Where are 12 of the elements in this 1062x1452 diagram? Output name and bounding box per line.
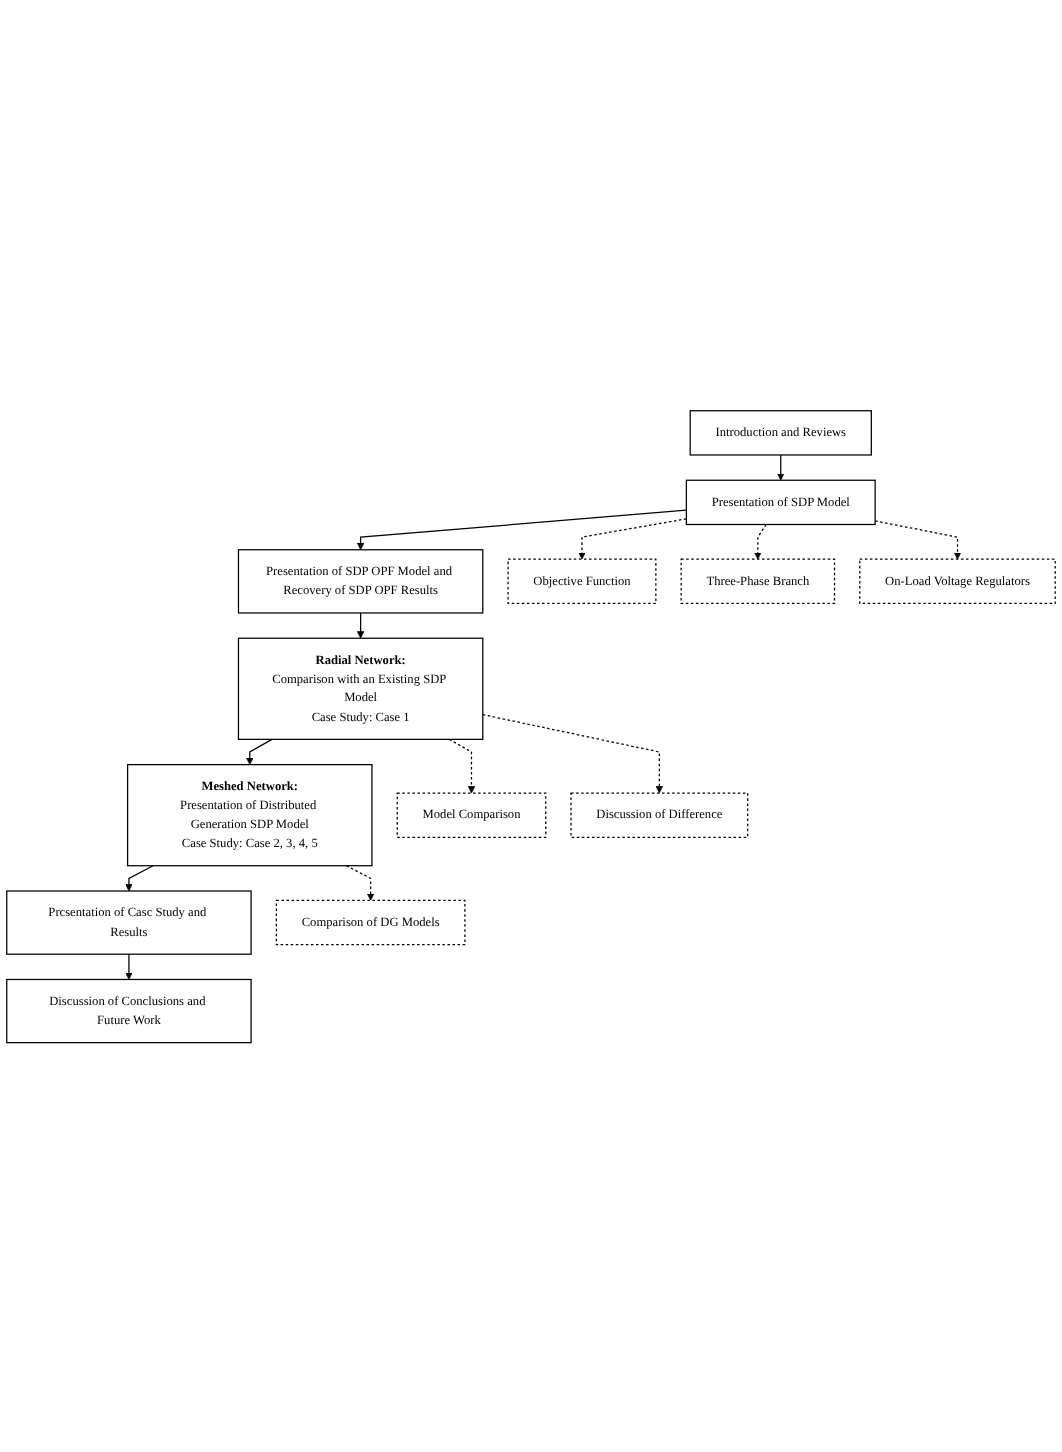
arrow <box>448 738 476 793</box>
arrow <box>356 508 687 550</box>
arrow <box>482 713 664 793</box>
arrow <box>125 952 133 980</box>
arrow <box>246 738 273 765</box>
arrow <box>777 453 785 480</box>
arrow <box>125 864 154 891</box>
arrow <box>874 519 962 559</box>
arrow <box>578 517 687 559</box>
arrow <box>754 523 767 559</box>
arrow <box>345 864 375 901</box>
arrow <box>356 611 365 638</box>
